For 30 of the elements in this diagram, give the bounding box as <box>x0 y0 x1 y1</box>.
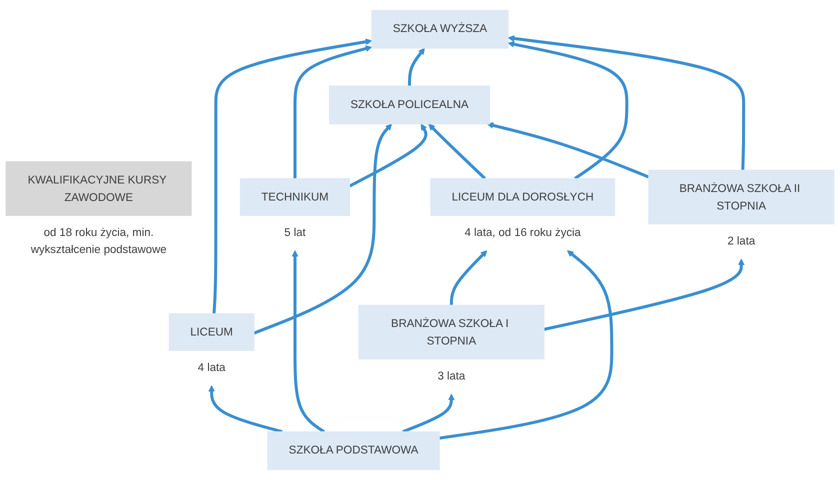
node-box: BRANŻOWA SZKOŁA I STOPNIA <box>358 304 544 360</box>
node-box: SZKOŁA POLICEALNA <box>328 86 490 124</box>
arrow <box>428 124 486 180</box>
arrow <box>348 124 428 188</box>
arrow <box>292 250 325 433</box>
arrow <box>439 250 614 440</box>
note-text: 4 lata <box>198 361 226 374</box>
node-box: KWALIFIKACYJNE KURSY ZAWODOWE <box>6 161 192 216</box>
node-box: LICEUM DLA DOROSŁYCH <box>430 178 616 216</box>
arrow <box>212 38 372 314</box>
note-text: 3 lata <box>438 370 466 382</box>
note-text: 2 lata <box>727 234 756 248</box>
arrow <box>544 258 745 331</box>
node-box: LICEUM <box>168 313 254 351</box>
arrow <box>293 45 372 179</box>
node-box: TECHNIKUM <box>240 178 350 216</box>
arrow <box>408 48 425 86</box>
arrow <box>254 124 392 334</box>
node-box: SZKOŁA PODSTAWOWA <box>267 431 440 470</box>
arrow <box>450 250 488 306</box>
arrow <box>508 35 746 170</box>
arrow <box>486 122 650 178</box>
node-box: SZKOŁA WYŻSZA <box>371 10 509 49</box>
node-box: BRANŻOWA SZKOŁA II STOPNIA <box>648 170 834 224</box>
arrow <box>508 41 628 180</box>
note-text: 5 lat <box>284 226 306 239</box>
arrow <box>208 385 283 434</box>
note-text: od 18 roku życia, min. wykształcenie podstawowe <box>30 226 167 256</box>
note-text: 4 lata, od 16 roku życia <box>464 226 581 239</box>
arrow <box>402 394 455 434</box>
